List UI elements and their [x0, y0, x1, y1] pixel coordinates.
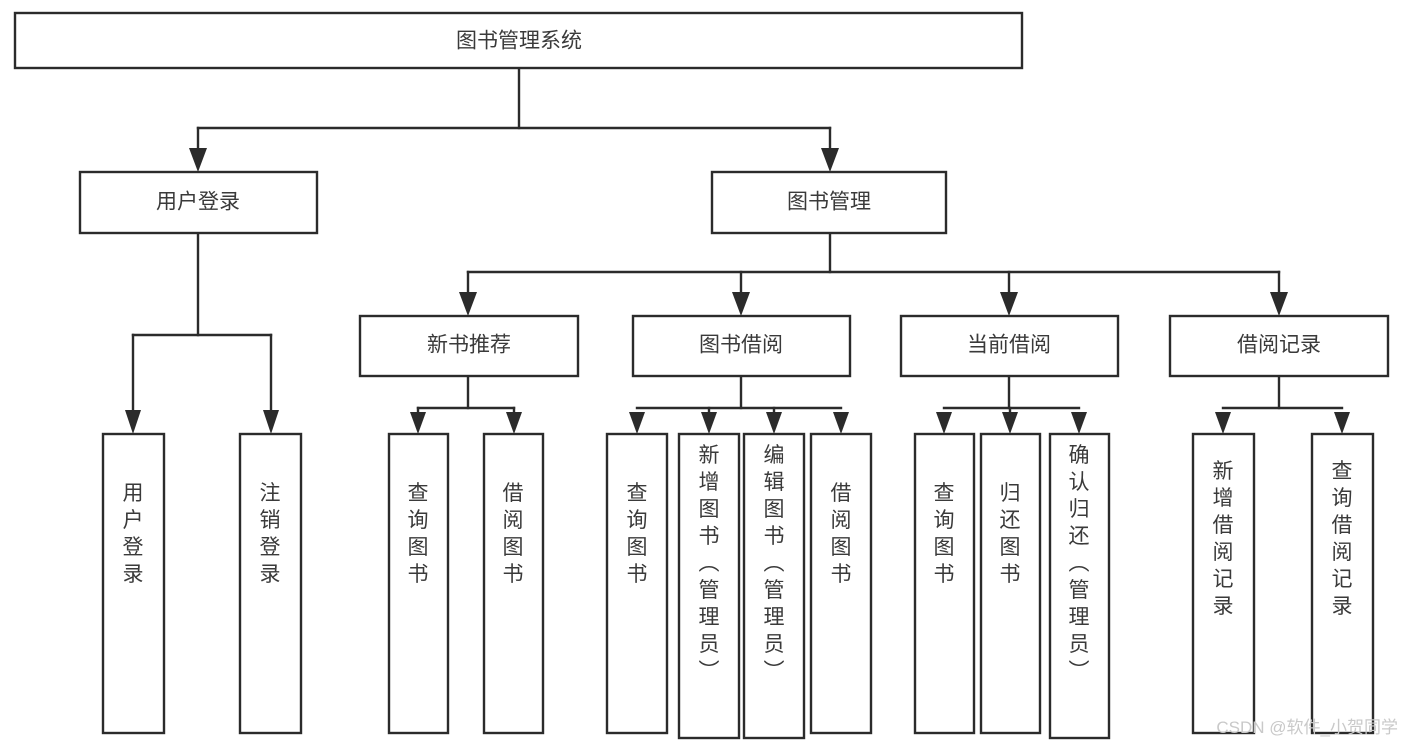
- node-new-book-recommend-label: 新书推荐: [427, 334, 511, 357]
- node-leaf-return-book-box[interactable]: [979, 432, 1042, 735]
- node-leaf-borrow-book-1[interactable]: 借阅图书: [482, 432, 545, 735]
- node-book-manage-label: 图书管理: [787, 191, 871, 214]
- node-leaf-query-book-2-box[interactable]: [605, 432, 669, 735]
- node-root-label: 图书管理系统: [456, 30, 582, 53]
- node-leaf-confirm-return[interactable]: 确认归还︵管理员︶: [1048, 432, 1111, 740]
- node-leaf-query-book-3-box[interactable]: [913, 432, 976, 735]
- arrow-leaf-query-book-1: [410, 412, 426, 434]
- arrow-leaf-user-logout: [263, 410, 279, 434]
- node-leaf-borrow-book-1-box[interactable]: [482, 432, 545, 735]
- arrow-leaf-user-login: [125, 410, 141, 434]
- node-leaf-query-book-1-box[interactable]: [387, 432, 450, 735]
- node-leaf-add-book[interactable]: 新增图书︵管理员︶: [677, 432, 741, 740]
- node-leaf-query-book-1-label: 查询图书: [408, 482, 429, 586]
- node-leaf-query-record-box[interactable]: [1310, 432, 1375, 735]
- node-book-manage-box[interactable]: [710, 170, 948, 235]
- node-leaf-add-record[interactable]: 新增借阅记录: [1191, 432, 1256, 735]
- node-leaf-query-book-3-label: 查询图书: [934, 482, 955, 586]
- node-new-book-recommend-box[interactable]: [358, 314, 580, 378]
- node-leaf-user-login-box[interactable]: [101, 432, 166, 735]
- node-book-manage[interactable]: 图书管理: [710, 170, 948, 235]
- arrow-leaf-borrow-book-2: [833, 412, 849, 434]
- node-leaf-edit-book-label: 编辑图书︵管理员︶: [764, 444, 785, 683]
- node-leaf-user-logout-label: 注销登录: [260, 482, 281, 586]
- arrow-current-borrow: [1000, 292, 1018, 316]
- node-leaf-borrow-book-1-label: 借阅图书: [503, 482, 524, 586]
- node-leaf-add-record-box[interactable]: [1191, 432, 1256, 735]
- node-leaf-return-book-label: 归还图书: [1000, 482, 1021, 586]
- arrow-leaf-add-book: [701, 412, 717, 434]
- node-borrow-record-label: 借阅记录: [1237, 334, 1321, 357]
- node-borrow-record-box[interactable]: [1168, 314, 1390, 378]
- node-borrow-record[interactable]: 借阅记录: [1168, 314, 1390, 378]
- arrow-borrow-record: [1270, 292, 1288, 316]
- node-new-book-recommend[interactable]: 新书推荐: [358, 314, 580, 378]
- node-leaf-query-record[interactable]: 查询借阅记录: [1310, 432, 1375, 735]
- node-current-borrow-label: 当前借阅: [967, 334, 1051, 357]
- arrow-leaf-edit-book: [766, 412, 782, 434]
- node-book-borrow[interactable]: 图书借阅: [631, 314, 852, 378]
- node-book-borrow-label: 图书借阅: [699, 334, 783, 357]
- node-leaf-add-book-box[interactable]: [677, 432, 741, 740]
- arrow-book-borrow: [732, 292, 750, 316]
- node-leaf-confirm-return-box[interactable]: [1048, 432, 1111, 740]
- node-leaf-borrow-book-2-label: 借阅图书: [831, 482, 852, 586]
- node-leaf-edit-book[interactable]: 编辑图书︵管理员︶: [742, 432, 806, 740]
- arrow-leaf-query-book-2: [629, 412, 645, 434]
- node-leaf-query-book-1[interactable]: 查询图书: [387, 432, 450, 735]
- node-leaf-query-book-3[interactable]: 查询图书: [913, 432, 976, 735]
- node-leaf-confirm-return-label: 确认归还︵管理员︶: [1069, 444, 1090, 683]
- node-user-login-label: 用户登录: [156, 191, 240, 214]
- node-leaf-query-book-2[interactable]: 查询图书: [605, 432, 669, 735]
- node-leaf-return-book[interactable]: 归还图书: [979, 432, 1042, 735]
- node-user-login-box[interactable]: [78, 170, 319, 235]
- node-leaf-user-logout-box[interactable]: [238, 432, 303, 735]
- connector-layer: [125, 66, 1350, 434]
- node-root[interactable]: 图书管理系统: [13, 11, 1024, 70]
- node-leaf-query-record-label: 查询借阅记录: [1332, 460, 1353, 618]
- node-leaf-edit-book-box[interactable]: [742, 432, 806, 740]
- arrow-book-manage: [821, 148, 839, 172]
- node-leaf-query-book-2-label: 查询图书: [627, 482, 648, 586]
- arrow-leaf-query-record: [1334, 412, 1350, 434]
- node-user-login[interactable]: 用户登录: [78, 170, 319, 235]
- arrow-new-book-recommend: [459, 292, 477, 316]
- arrow-leaf-borrow-book-1: [506, 412, 522, 434]
- arrow-leaf-return-book: [1002, 412, 1018, 434]
- node-leaf-user-logout[interactable]: 注销登录: [238, 432, 303, 735]
- node-leaf-user-login-label: 用户登录: [123, 482, 144, 586]
- node-book-borrow-box[interactable]: [631, 314, 852, 378]
- arrow-leaf-add-record: [1215, 412, 1231, 434]
- arrow-leaf-confirm-return: [1071, 412, 1087, 434]
- node-current-borrow-box[interactable]: [899, 314, 1120, 378]
- node-current-borrow[interactable]: 当前借阅: [899, 314, 1120, 378]
- arrow-leaf-query-book-3: [936, 412, 952, 434]
- node-root-box[interactable]: [13, 11, 1024, 70]
- node-leaf-user-login[interactable]: 用户登录: [101, 432, 166, 735]
- node-leaf-add-book-label: 新增图书︵管理员︶: [699, 444, 720, 683]
- node-leaf-borrow-book-2-box[interactable]: [809, 432, 873, 735]
- node-leaf-borrow-book-2[interactable]: 借阅图书: [809, 432, 873, 735]
- arrow-user-login: [189, 148, 207, 172]
- csdn-watermark: CSDN @软件_小贺同学: [1216, 718, 1398, 737]
- node-leaf-add-record-label: 新增借阅记录: [1213, 460, 1234, 618]
